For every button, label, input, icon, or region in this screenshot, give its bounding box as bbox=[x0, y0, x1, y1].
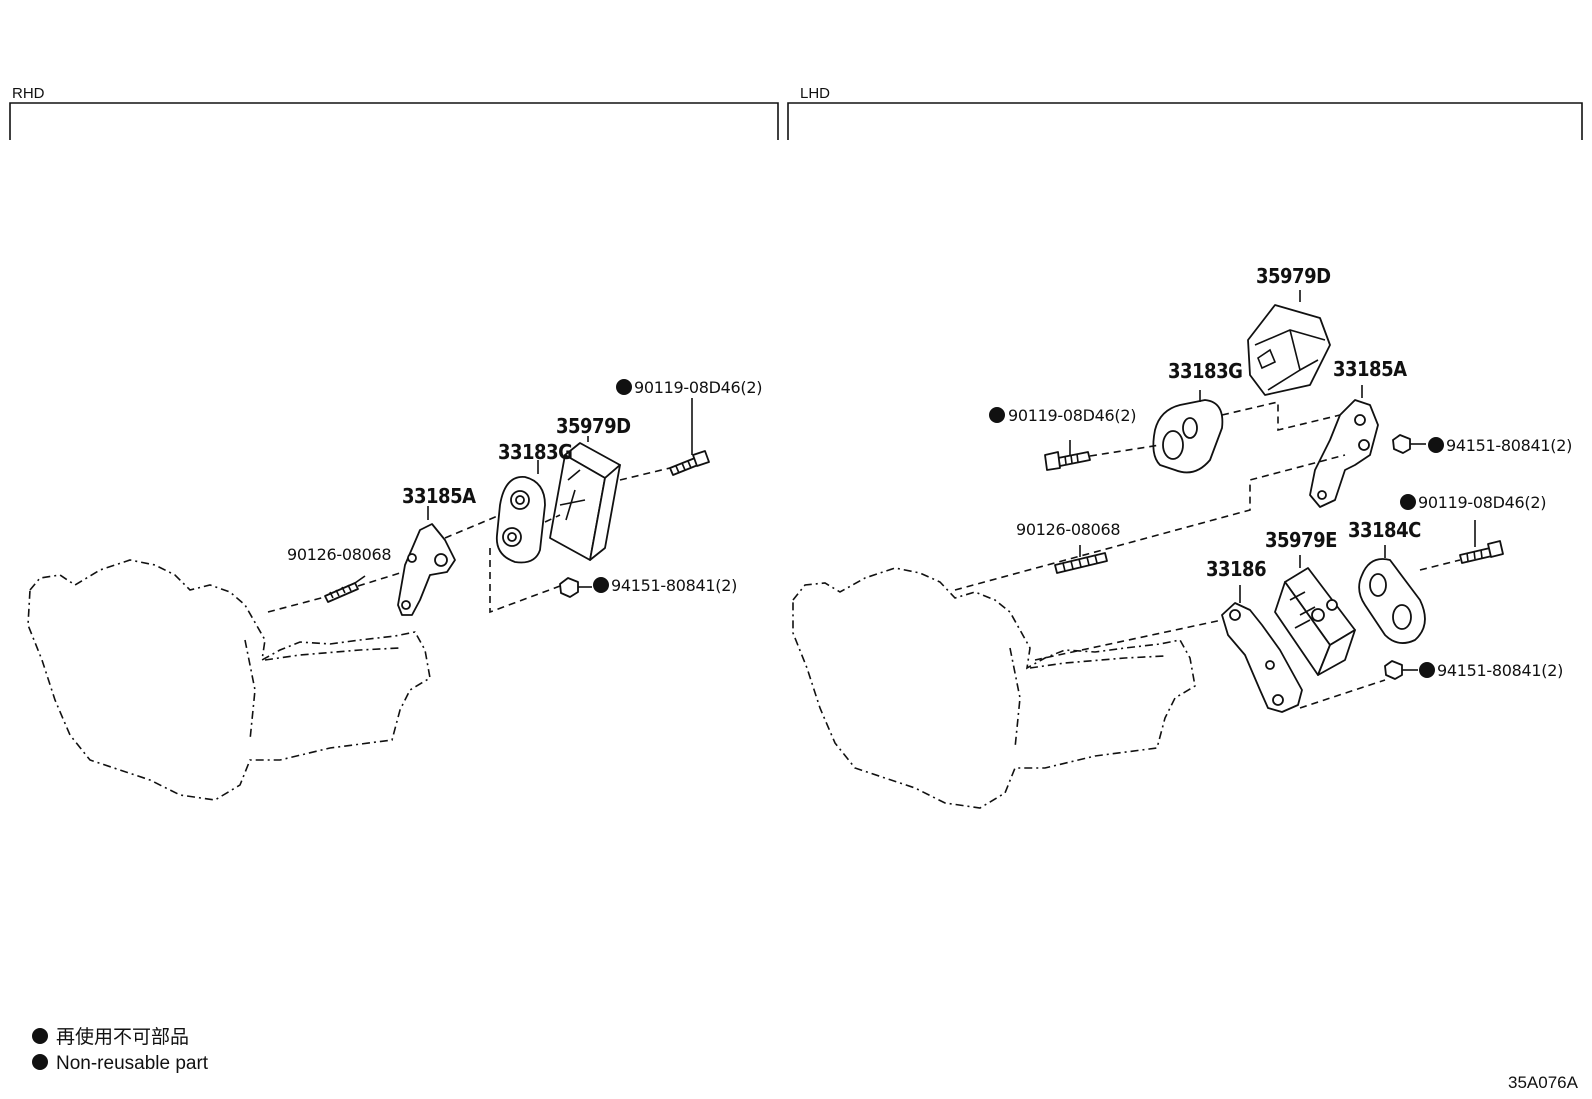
figure-code: 35A076A bbox=[1508, 1073, 1579, 1092]
legend-dot-english bbox=[32, 1054, 48, 1070]
lhd-insulator-top bbox=[1152, 399, 1224, 474]
rhd-section-bracket: RHD bbox=[9, 85, 779, 140]
rhd-bracket bbox=[397, 523, 456, 616]
rhd-bolt-nonreusable-dot bbox=[616, 379, 632, 395]
rhd-engine-outline bbox=[27, 559, 431, 801]
lhd-nut-bottom-nonreusable-dot bbox=[1419, 662, 1435, 678]
rhd-label-nut: 94151-80841(2) bbox=[611, 576, 737, 595]
lhd-label-stud: 90126-08068 bbox=[1016, 520, 1120, 539]
legend: 再使用不可部品 Non-reusable part bbox=[32, 1026, 209, 1074]
lhd-label-bolt-right: 90119-08D46(2) bbox=[1418, 493, 1546, 512]
rhd-bolt bbox=[669, 450, 710, 476]
lhd-bolt-right bbox=[1459, 540, 1504, 564]
lhd-label-bracket-top: 33185A bbox=[1333, 357, 1407, 381]
rhd-stud bbox=[324, 582, 359, 603]
lhd-bolt-top-nonreusable-dot bbox=[989, 407, 1005, 423]
rhd-insulator bbox=[495, 476, 546, 564]
legend-japanese: 再使用不可部品 bbox=[56, 1026, 189, 1048]
lhd-engine-outline bbox=[792, 567, 1196, 809]
rhd-label-stud: 90126-08068 bbox=[287, 545, 391, 564]
rhd-section-label: RHD bbox=[12, 85, 45, 102]
lhd-label-stopper-bottom: 35979E bbox=[1265, 528, 1337, 552]
lhd-bolt-right-nonreusable-dot bbox=[1400, 494, 1416, 510]
lhd-stopper-bottom bbox=[1274, 567, 1356, 676]
rhd-nut bbox=[559, 577, 579, 598]
lhd-label-stopper-top: 35979D bbox=[1256, 264, 1331, 288]
lhd-label-insulator-bottom: 33184C bbox=[1348, 518, 1421, 542]
lhd-label-insulator-top: 33183G bbox=[1168, 359, 1242, 383]
lhd-label-nut-top: 94151-80841(2) bbox=[1446, 436, 1572, 455]
lhd-nut-top-nonreusable-dot bbox=[1428, 437, 1444, 453]
lhd-bolt-top bbox=[1044, 451, 1091, 471]
legend-dot-japanese bbox=[32, 1028, 48, 1044]
lhd-nut-top bbox=[1392, 434, 1411, 454]
lhd-label-bolt-top: 90119-08D46(2) bbox=[1008, 406, 1136, 425]
lhd-stopper-top bbox=[1247, 304, 1331, 396]
lhd-section-bracket: LHD bbox=[787, 85, 1583, 140]
rhd-stopper bbox=[549, 442, 621, 561]
rhd-label-bracket: 33185A bbox=[402, 484, 476, 508]
rhd-leader-lines bbox=[267, 398, 693, 614]
lhd-leader-lines bbox=[954, 290, 1476, 709]
lhd-stud bbox=[1054, 552, 1108, 574]
lhd-label-nut-bottom: 94151-80841(2) bbox=[1437, 661, 1563, 680]
rhd-label-insulator: 33183G bbox=[498, 440, 572, 464]
lhd-bracket-top bbox=[1309, 399, 1379, 508]
rhd-label-stopper: 35979D bbox=[556, 414, 631, 438]
lhd-section-label: LHD bbox=[800, 85, 830, 102]
lhd-label-bracket-bottom: 33186 bbox=[1206, 557, 1266, 581]
legend-english: Non-reusable part bbox=[56, 1053, 209, 1074]
rhd-nut-nonreusable-dot bbox=[593, 577, 609, 593]
lhd-nut-bottom bbox=[1384, 660, 1403, 680]
lhd-bracket-bottom bbox=[1221, 602, 1303, 713]
rhd-label-bolt: 90119-08D46(2) bbox=[634, 378, 762, 397]
lhd-insulator-bottom bbox=[1358, 558, 1426, 644]
